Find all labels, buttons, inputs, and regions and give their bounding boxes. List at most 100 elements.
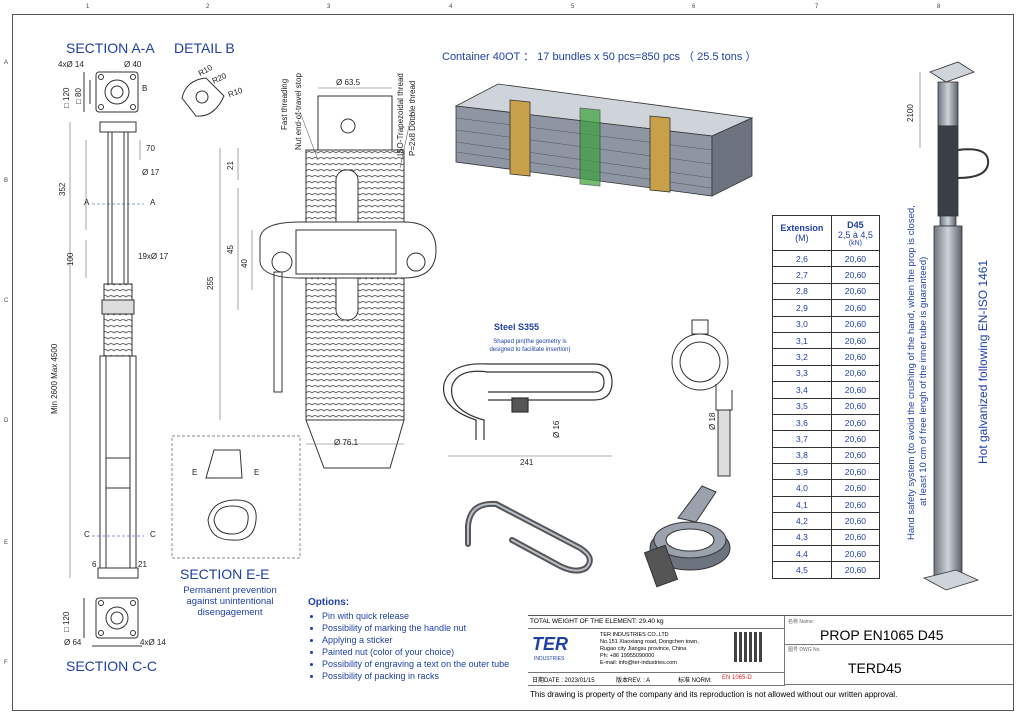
clamp-diam-18: Ø 18 [708, 412, 717, 430]
drawing-frame [12, 14, 1014, 711]
extension-value: 3,7 [772, 430, 832, 448]
grid-col-label: 3 [327, 4, 331, 10]
grid-row-label: F [4, 660, 8, 666]
prop-dim-6: 6 [92, 560, 97, 569]
option-item: Possibility of marking the handle nut [322, 622, 522, 634]
company-name: TER INDUSTRIES CO.,LTD [600, 632, 669, 638]
extension-value: 2,9 [772, 299, 832, 317]
section-ee-title: SECTION E-E [180, 566, 270, 582]
section-ee-label-left: E [192, 468, 198, 477]
prop-label-c-left: C [84, 530, 90, 539]
thread-dim-40: 40 [240, 259, 249, 268]
section-cc-diam-64: Ø 64 [64, 638, 82, 647]
prop-dim-70: 70 [146, 144, 155, 153]
pin-length: 241 [520, 458, 534, 467]
load-value: 20,60 [830, 495, 881, 514]
header-d45: D45 2,5 à 4,5 (kN) [830, 215, 881, 251]
load-value: 20,60 [830, 528, 881, 547]
pin-drawing [443, 363, 613, 457]
extension-value: 2,8 [772, 282, 832, 301]
extension-value: 3,6 [772, 413, 832, 432]
load-value: 20,60 [830, 479, 881, 497]
options-list: Pin with quick release Possibility of ma… [308, 610, 522, 682]
footer-notice: This drawing is property of the company … [530, 690, 898, 699]
grid-row-label: A [4, 60, 9, 66]
grid-col-label: 5 [571, 4, 575, 10]
prop-render [919, 61, 990, 591]
prop-dim-21: 21 [138, 560, 147, 569]
thread-pitch: P=2x8 Double thread [408, 80, 417, 156]
section-aa-circle: Ø 40 [124, 60, 142, 69]
section-ee-label-right: E [254, 468, 260, 477]
header-extension-line: Extension [780, 223, 824, 233]
extension-value: 2,6 [772, 249, 832, 268]
thread-diam-76: Ø 76.1 [334, 438, 359, 447]
option-item: Possibility of packing in racks [322, 670, 522, 682]
extension-value: 2,7 [772, 266, 832, 284]
norm-label: 标准 NORM: [678, 678, 712, 684]
grid-row-label: B [4, 178, 9, 184]
extension-value: 4,5 [772, 561, 832, 579]
section-cc-title: SECTION C-C [66, 658, 157, 674]
section-aa-label-b: B [142, 84, 148, 93]
extension-value: 3,3 [772, 364, 832, 383]
drawing-no-label: 图号 DWG No. [788, 647, 821, 653]
options-title: Options: [308, 597, 350, 608]
section-ee-desc-line: Permanent prevention [183, 585, 277, 596]
load-value: 20,60 [830, 282, 881, 301]
load-value: 20,60 [830, 315, 881, 333]
section-ee-desc-line: against unintentional [186, 596, 274, 607]
thread-diam-63: Ø 63.5 [336, 78, 361, 87]
grid-col-label: 8 [937, 4, 941, 10]
prop-elevation [69, 121, 144, 579]
hand-safety-line2: at least 10 cm of free lengh of the inne… [918, 256, 929, 506]
load-value: 20,60 [830, 561, 881, 579]
load-value: 20,60 [830, 463, 881, 481]
header-d45-unit: (kN) [848, 239, 863, 247]
address-line: Rugao city Jiangsu province, China [600, 646, 687, 652]
grid-row-label: D [4, 418, 9, 424]
extension-value: 4,3 [772, 528, 832, 547]
load-value: 20,60 [830, 249, 881, 268]
pin-diam: Ø 16 [552, 420, 561, 438]
prop-dim-100: 100 [66, 252, 75, 266]
pin-note-line: Shaped pin(the geometry is [493, 339, 567, 345]
ring-clamp-drawing [671, 319, 733, 477]
thread-dim-45: 45 [226, 245, 235, 254]
thread-dim-21: 21 [226, 161, 235, 170]
section-cc-holes: 4xØ 14 [140, 638, 166, 647]
company-logo: TER [532, 634, 568, 654]
load-value: 20,60 [830, 331, 881, 350]
extension-value: 3,5 [772, 397, 832, 415]
qr-code-icon [734, 632, 764, 662]
prop-holes-19: 19xØ 17 [138, 252, 169, 261]
option-item: Possibility of engraving a text on the o… [322, 658, 522, 670]
load-value: 20,60 [830, 266, 881, 284]
extension-value: 3,8 [772, 446, 832, 465]
section-cc-plate [83, 597, 142, 647]
header-extension: Extension (M) [772, 215, 832, 251]
prop-label-a-left: A [84, 198, 90, 207]
phone: Ph: +86 19955090000 [600, 653, 655, 659]
extension-value: 3,2 [772, 348, 832, 366]
pin-render [465, 500, 593, 574]
thread-fast-threading: Fast threading [280, 78, 289, 130]
header-d45-line: D45 [847, 219, 864, 230]
section-aa-plate [83, 71, 139, 113]
address-line: No.151 Xiaoxiang road, Dongchen town, [600, 639, 699, 645]
